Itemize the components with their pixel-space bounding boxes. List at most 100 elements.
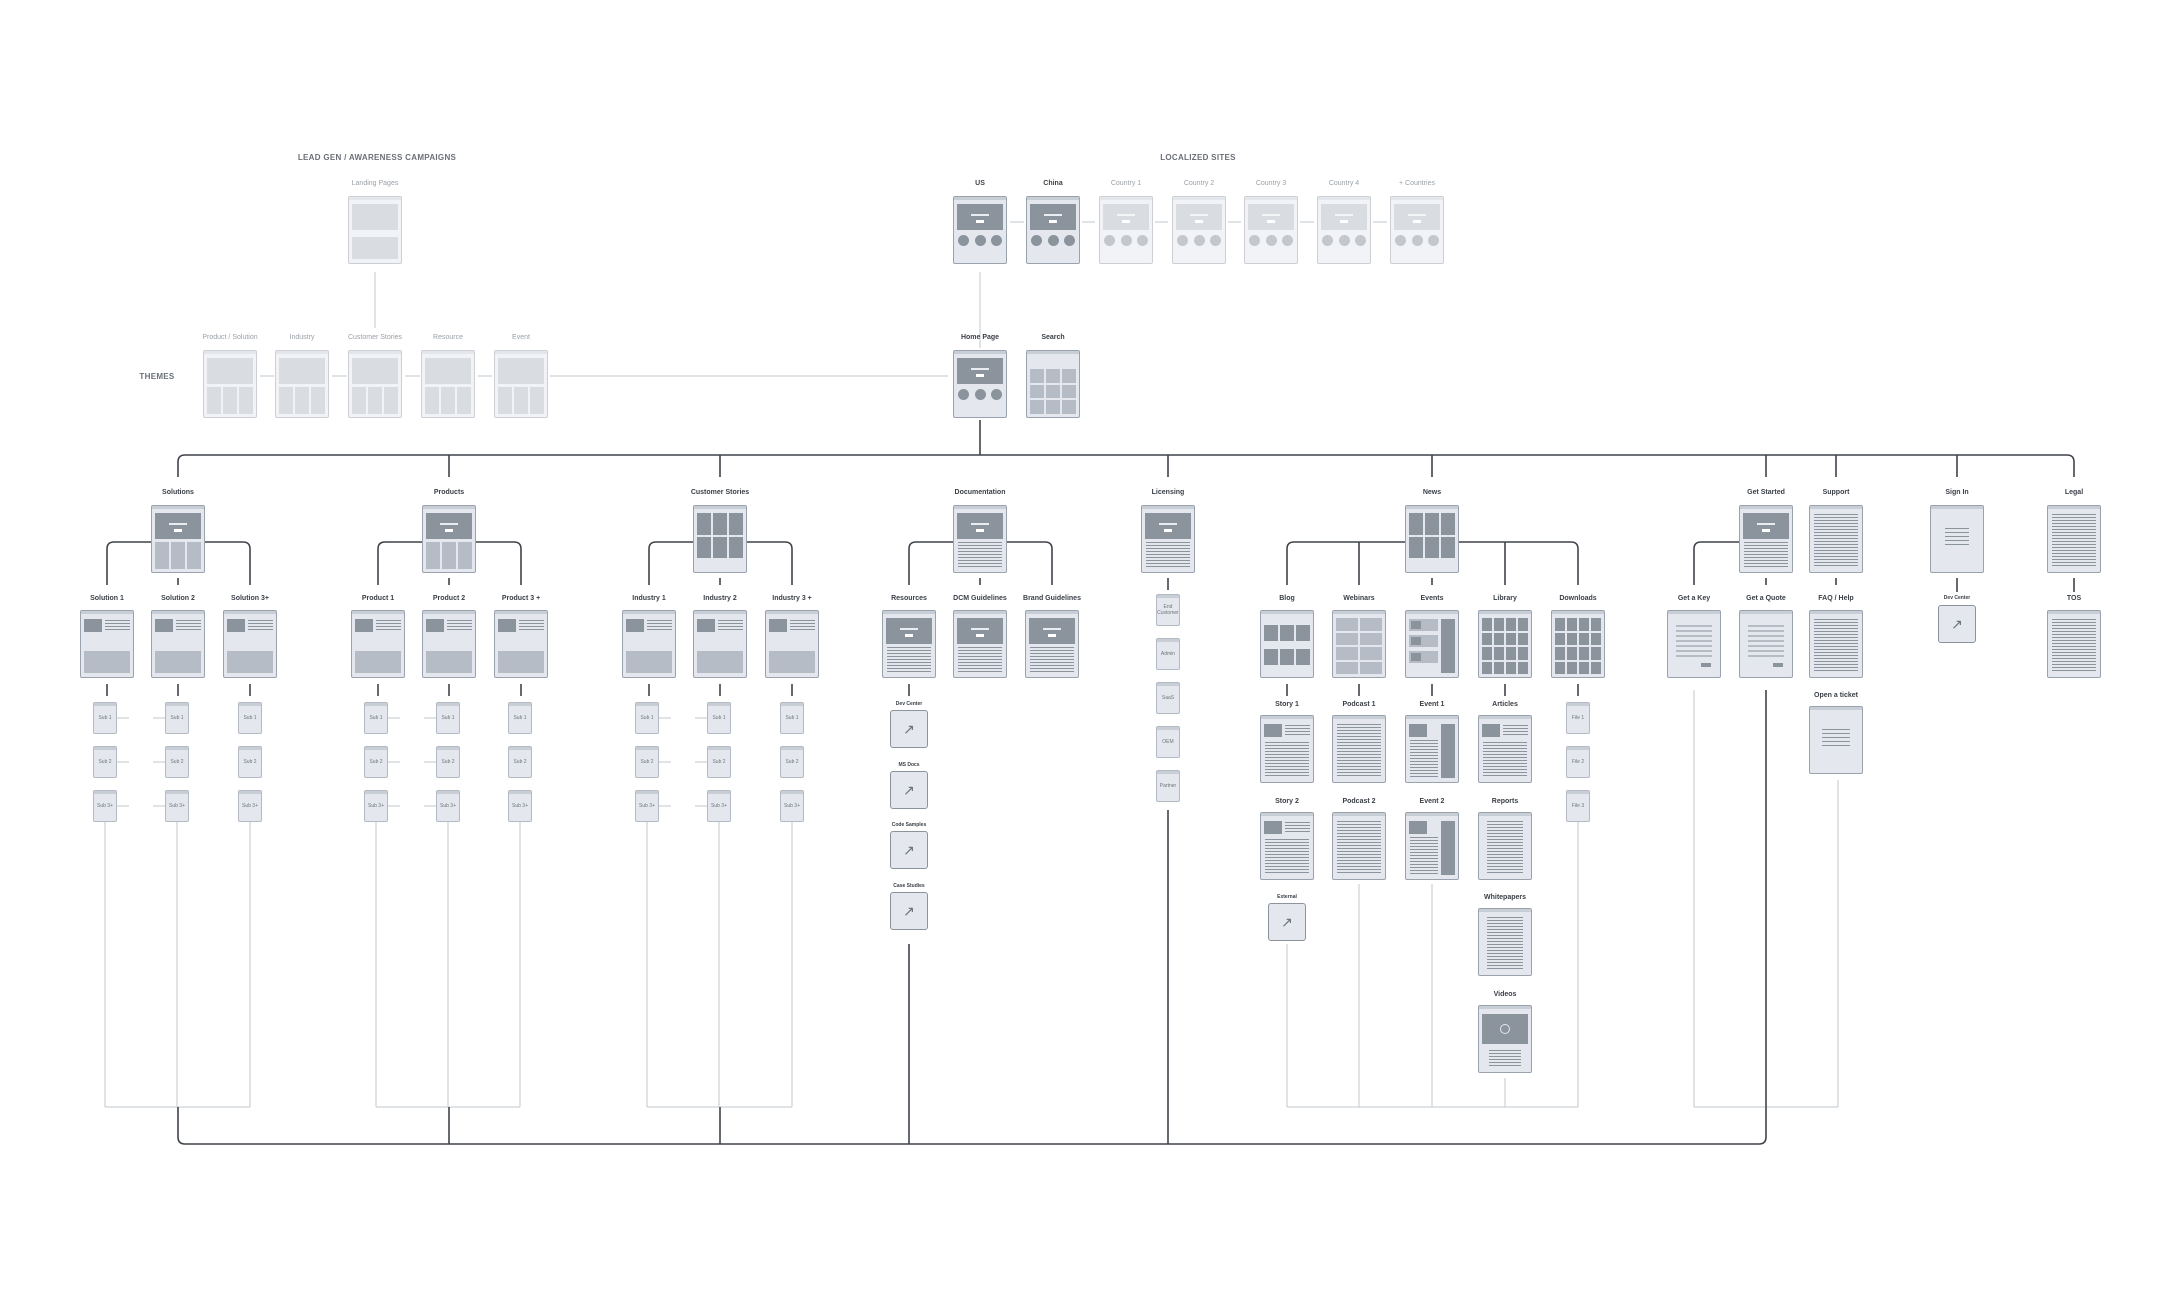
locale-country-2-wireframe[interactable] (1172, 196, 1226, 264)
dcm-guidelines-wireframe[interactable] (953, 610, 1007, 678)
solution-2-sub-1[interactable]: Sub 1 (165, 702, 189, 734)
podcast-1-label: Podcast 1 (1342, 701, 1376, 708)
locale-china-wireframe[interactable] (1026, 196, 1080, 264)
locale-country-3-wireframe[interactable] (1244, 196, 1298, 264)
event-1-wireframe[interactable] (1405, 715, 1459, 783)
get-a-quote-wireframe[interactable] (1739, 610, 1793, 678)
solution-1-sub-1[interactable]: Sub 1 (93, 702, 117, 734)
customer-stories-wireframe[interactable] (693, 505, 747, 573)
licensing-saas[interactable]: SaaS (1156, 682, 1180, 714)
product-1-wireframe[interactable] (351, 610, 405, 678)
product-1-sub-1[interactable]: Sub 1 (364, 702, 388, 734)
product-2-sub-1[interactable]: Sub 1 (436, 702, 460, 734)
blog-wireframe[interactable] (1260, 610, 1314, 678)
code-samples-link[interactable]: ↗ (890, 831, 928, 869)
solution-3-wireframe[interactable] (223, 610, 277, 678)
industry-3-sub-3[interactable]: Sub 3+ (780, 790, 804, 822)
industry-1-sub-1[interactable]: Sub 1 (635, 702, 659, 734)
tos-wireframe[interactable] (2047, 610, 2101, 678)
locale-country-1-wireframe[interactable] (1099, 196, 1153, 264)
events-wireframe[interactable] (1405, 610, 1459, 678)
news-wireframe[interactable] (1405, 505, 1459, 573)
dev-center-external-link[interactable]: ↗ (1938, 605, 1976, 643)
licensing-oem[interactable]: OEM (1156, 726, 1180, 758)
product-3-wireframe[interactable] (494, 610, 548, 678)
get-a-key-wireframe[interactable] (1667, 610, 1721, 678)
ms-docs-link[interactable]: ↗ (890, 771, 928, 809)
product-1-sub-3[interactable]: Sub 3+ (364, 790, 388, 822)
solution-3-sub-3[interactable]: Sub 3+ (238, 790, 262, 822)
solution-1-sub-3[interactable]: Sub 3+ (93, 790, 117, 822)
faq-help-wireframe[interactable] (1809, 610, 1863, 678)
industry-2-sub-3[interactable]: Sub 3+ (707, 790, 731, 822)
story-2-wireframe[interactable] (1260, 812, 1314, 880)
theme-customer-stories-wireframe[interactable] (348, 350, 402, 418)
industry-2-sub-1[interactable]: Sub 1 (707, 702, 731, 734)
industry-2-wireframe[interactable] (693, 610, 747, 678)
product-2-sub-2[interactable]: Sub 2 (436, 746, 460, 778)
industry-1-wireframe[interactable] (622, 610, 676, 678)
legal-wireframe[interactable] (2047, 505, 2101, 573)
home-page-wireframe[interactable] (953, 350, 1007, 418)
locale-us-wireframe[interactable] (953, 196, 1007, 264)
products-wireframe[interactable] (422, 505, 476, 573)
industry-3-sub-1[interactable]: Sub 1 (780, 702, 804, 734)
solution-1-sub-2[interactable]: Sub 2 (93, 746, 117, 778)
external-story-link[interactable]: ↗ (1268, 903, 1306, 941)
event-1-label: Event 1 (1419, 701, 1445, 708)
library-wireframe[interactable] (1478, 610, 1532, 678)
open-ticket-wireframe[interactable] (1809, 706, 1863, 774)
get-started-wireframe[interactable] (1739, 505, 1793, 573)
sign-in-wireframe[interactable] (1930, 505, 1984, 573)
locale-country-4-wireframe[interactable] (1317, 196, 1371, 264)
industry-2-sub-2[interactable]: Sub 2 (707, 746, 731, 778)
solution-2-wireframe[interactable] (151, 610, 205, 678)
theme-product-solution-wireframe[interactable] (203, 350, 257, 418)
industry-3-sub-2[interactable]: Sub 2 (780, 746, 804, 778)
webinars-wireframe[interactable] (1332, 610, 1386, 678)
story-1-wireframe[interactable] (1260, 715, 1314, 783)
brand-guidelines-wireframe[interactable] (1025, 610, 1079, 678)
resources-wireframe[interactable] (882, 610, 936, 678)
videos-wireframe[interactable] (1478, 1005, 1532, 1073)
reports-wireframe[interactable] (1478, 812, 1532, 880)
articles-wireframe[interactable] (1478, 715, 1532, 783)
product-3-sub-3[interactable]: Sub 3+ (508, 790, 532, 822)
licensing-end-customer[interactable]: End Customer (1156, 594, 1180, 626)
downloads-wireframe[interactable] (1551, 610, 1605, 678)
event-2-wireframe[interactable] (1405, 812, 1459, 880)
solution-2-sub-3[interactable]: Sub 3+ (165, 790, 189, 822)
product-2-sub-3[interactable]: Sub 3+ (436, 790, 460, 822)
solution-2-sub-2[interactable]: Sub 2 (165, 746, 189, 778)
documentation-wireframe[interactable] (953, 505, 1007, 573)
solution-3-sub-2[interactable]: Sub 2 (238, 746, 262, 778)
podcast-1-wireframe[interactable] (1332, 715, 1386, 783)
solution-1-wireframe[interactable] (80, 610, 134, 678)
solutions-wireframe[interactable] (151, 505, 205, 573)
theme-industry-wireframe[interactable] (275, 350, 329, 418)
product-3-sub-2[interactable]: Sub 2 (508, 746, 532, 778)
licensing-admin[interactable]: Admin (1156, 638, 1180, 670)
theme-resource-wireframe[interactable] (421, 350, 475, 418)
licensing-partner[interactable]: Partner (1156, 770, 1180, 802)
dev-center-link[interactable]: ↗ (890, 710, 928, 748)
download-file-1[interactable]: File 1 (1566, 702, 1590, 734)
download-file-3[interactable]: File 3 (1566, 790, 1590, 822)
download-file-2[interactable]: File 2 (1566, 746, 1590, 778)
podcast-2-wireframe[interactable] (1332, 812, 1386, 880)
search-wireframe[interactable] (1026, 350, 1080, 418)
whitepapers-wireframe[interactable] (1478, 908, 1532, 976)
industry-1-sub-2[interactable]: Sub 2 (635, 746, 659, 778)
industry-1-sub-3[interactable]: Sub 3+ (635, 790, 659, 822)
theme-event-wireframe[interactable] (494, 350, 548, 418)
industry-3-wireframe[interactable] (765, 610, 819, 678)
case-studies-link[interactable]: ↗ (890, 892, 928, 930)
landing-page-wireframe[interactable] (348, 196, 402, 264)
locale-more-wireframe[interactable] (1390, 196, 1444, 264)
product-3-sub-1[interactable]: Sub 1 (508, 702, 532, 734)
product-1-sub-2[interactable]: Sub 2 (364, 746, 388, 778)
support-wireframe[interactable] (1809, 505, 1863, 573)
licensing-wireframe[interactable] (1141, 505, 1195, 573)
solution-3-sub-1[interactable]: Sub 1 (238, 702, 262, 734)
product-2-wireframe[interactable] (422, 610, 476, 678)
